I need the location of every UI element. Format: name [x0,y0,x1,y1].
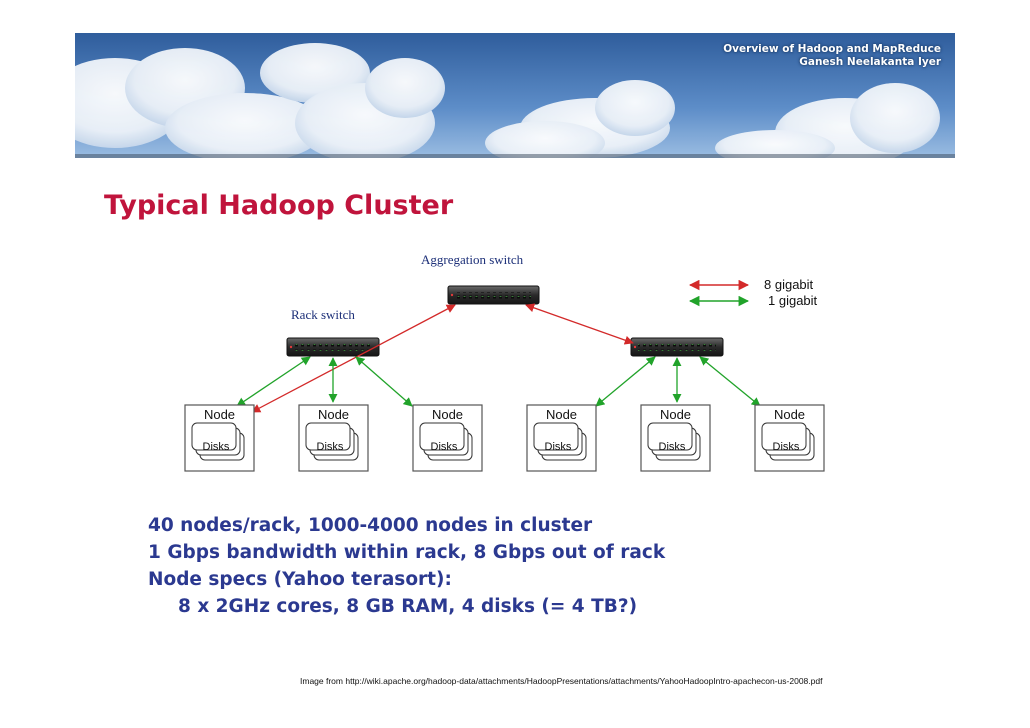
disks-icon [191,422,245,461]
sky-banner: Overview of Hadoop and MapReduce Ganesh … [75,33,955,158]
legend: 8 gigabit 1 gigabit [688,277,818,308]
disks-label: Disks [773,441,800,453]
node-link-4-arrow [595,356,656,407]
deck-header: Overview of Hadoop and MapReduce Ganesh … [723,43,941,69]
node-3: Node Disks [412,404,483,472]
node-5: Node Disks [640,404,711,472]
disks-icon [533,422,587,461]
legend-8-gigabit-label: 8 gigabit [764,277,814,292]
image-credit: Image from http://wiki.apache.org/hadoop… [300,676,823,686]
node-label: Node [432,407,463,422]
node-2: Node Disks [298,404,369,472]
aggregation-switch-label: Aggregation switch [421,252,524,267]
node-link-1-arrow [236,356,311,407]
node-link-6-arrow [699,356,761,407]
rack-switch-label: Rack switch [291,307,355,322]
disks-label: Disks [545,441,572,453]
deck-title: Overview of Hadoop and MapReduce [723,43,941,55]
node-label: Node [774,407,805,422]
aggregation-switch-icon [447,285,540,305]
disks-label: Disks [203,441,230,453]
node-4: Node Disks [526,404,597,472]
bullet-node-specs: Node specs (Yahoo terasort): [148,569,452,590]
bullet-nodes-per-rack: 40 nodes/rack, 1000-4000 nodes in cluste… [148,515,593,536]
bullet-node-specs-detail: 8 x 2GHz cores, 8 GB RAM, 4 disks (= 4 T… [178,596,638,617]
slide-title: Typical Hadoop Cluster [104,190,454,221]
node-label: Node [660,407,691,422]
sky-banner-image [75,33,955,158]
node-link-3-arrow [355,356,413,407]
author-name: Ganesh Neelakanta Iyer [799,56,941,68]
node-label: Node [318,407,349,422]
bullet-list: 40 nodes/rack, 1000-4000 nodes in cluste… [148,512,665,620]
rack-switch-right-icon [630,337,724,357]
node-label: Node [546,407,577,422]
disks-icon [305,422,359,461]
node-1: Node Disks [184,404,255,472]
disks-icon [419,422,473,461]
rack-switch-left-icon [286,337,380,357]
legend-1-gigabit-label: 1 gigabit [768,293,818,308]
disks-label: Disks [431,441,458,453]
disks-icon [761,422,815,461]
node-label: Node [204,407,235,422]
disks-icon [647,422,701,461]
disks-label: Disks [317,441,344,453]
disks-label: Disks [659,441,686,453]
node-6: Node Disks [754,404,825,472]
bullet-bandwidth: 1 Gbps bandwidth within rack, 8 Gbps out… [148,542,666,563]
uplink-right-arrow [525,303,634,345]
